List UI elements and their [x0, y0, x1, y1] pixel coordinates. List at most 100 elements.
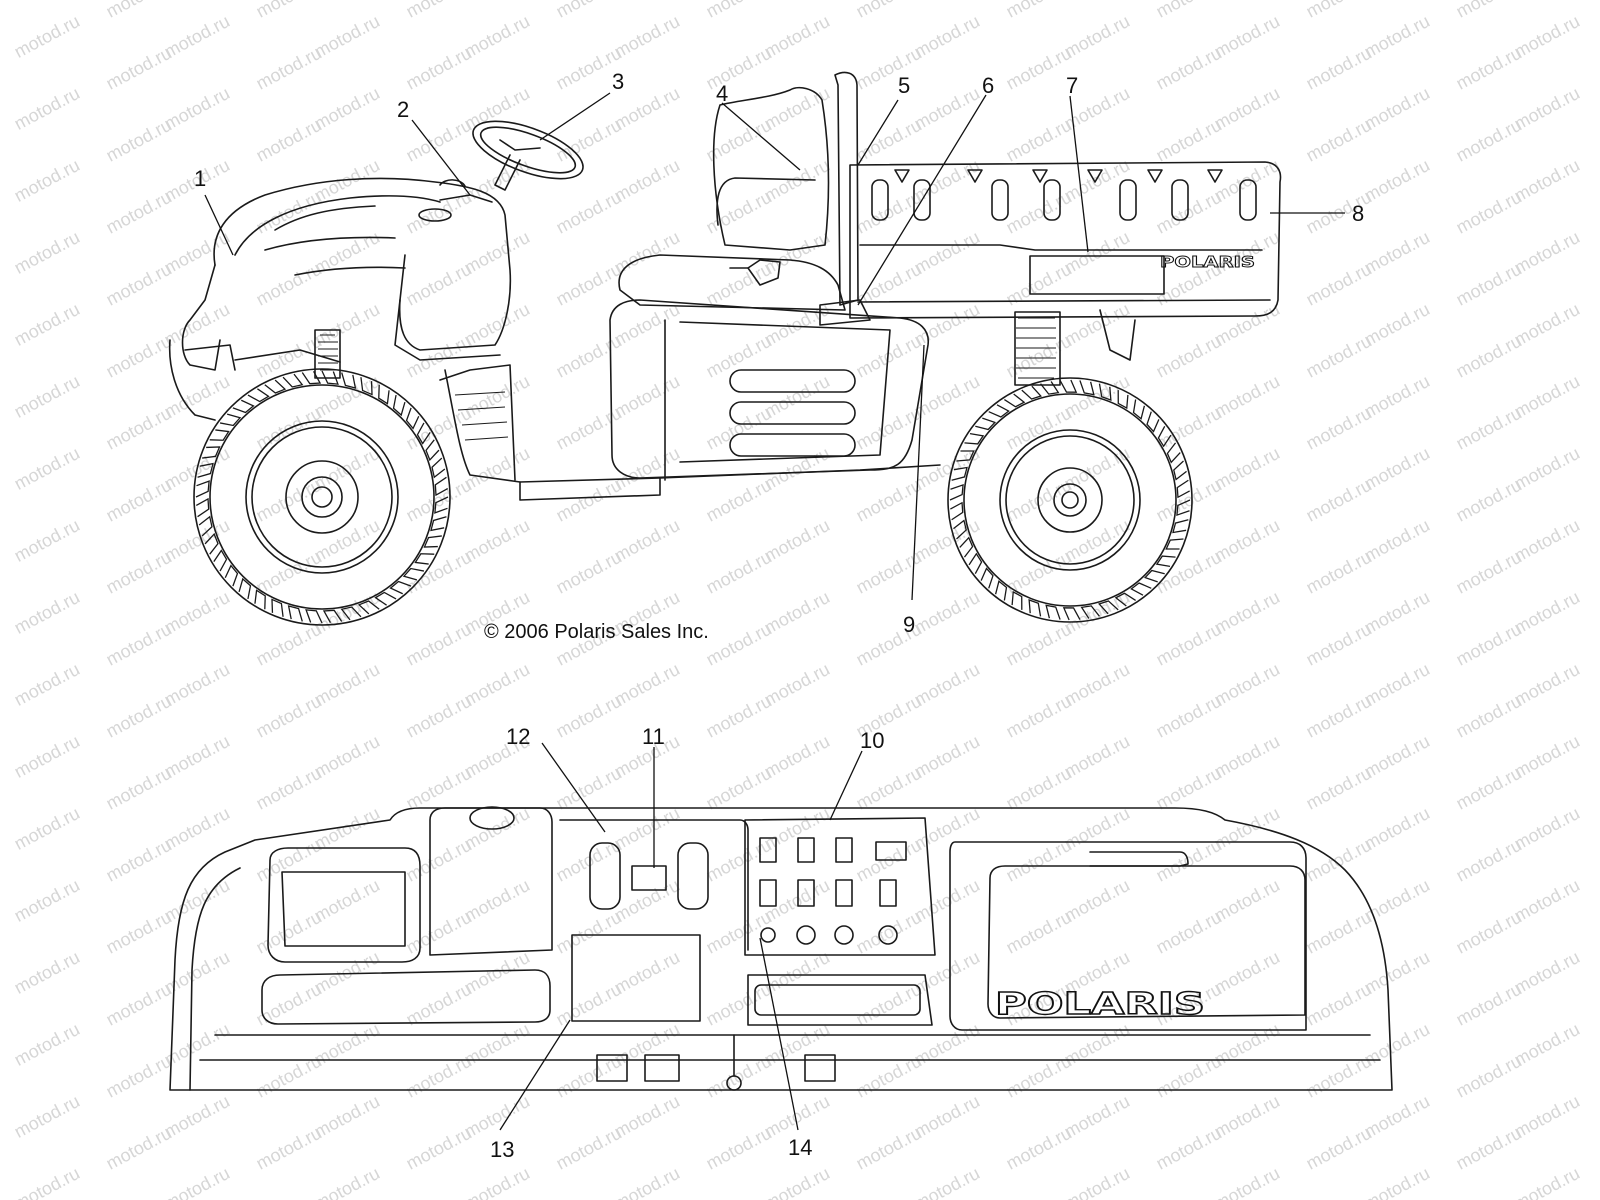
tread-lug	[1062, 607, 1081, 621]
watermark-text: motod.ru	[1511, 515, 1583, 566]
watermark-text: motod.ru	[11, 1091, 83, 1142]
watermark-text: motod.ru	[853, 0, 925, 22]
front-hood	[168, 177, 512, 421]
watermark-text: motod.ru	[761, 587, 833, 638]
watermark-text: motod.ru	[611, 443, 683, 494]
watermark-text: motod.ru	[1061, 659, 1133, 710]
callout-2: 2	[397, 97, 409, 122]
tread-lug	[219, 413, 242, 427]
brand-logo-dash: POLARIS	[995, 987, 1205, 1022]
watermark-text: motod.ru	[911, 1091, 983, 1142]
watermark-text: motod.ru	[611, 803, 683, 854]
watermark-text: motod.ru	[1511, 1163, 1583, 1200]
watermark-text: motod.ru	[161, 299, 233, 350]
tread-lug	[198, 515, 213, 537]
watermark-text: motod.ru	[11, 947, 83, 998]
watermark-text: motod.ru	[911, 659, 983, 710]
tread-lug	[1176, 479, 1190, 499]
watermark-text: motod.ru	[761, 731, 833, 782]
callout-3: 3	[612, 69, 624, 94]
tread-lug	[392, 394, 406, 417]
tread-lug	[950, 501, 964, 521]
tread-lug	[1155, 555, 1176, 568]
watermark-text: motod.ru	[911, 227, 983, 278]
rear-wheel	[947, 377, 1193, 623]
tie-down	[1032, 169, 1048, 183]
brand-logo-side: POLARIS	[1160, 253, 1255, 271]
tread-lug	[1132, 399, 1146, 420]
watermark-text: motod.ru	[1511, 587, 1583, 638]
watermark-text: motod.ru	[1361, 1019, 1433, 1070]
watermark-text: motod.ru	[11, 587, 83, 638]
watermark-text: motod.ru	[161, 83, 233, 134]
tread-lug	[425, 439, 440, 462]
tread-lug	[1079, 380, 1095, 396]
watermark-text: motod.ru	[1211, 371, 1283, 422]
watermark-text: motod.ru	[611, 1019, 683, 1070]
watermark-text: motod.ru	[461, 659, 533, 710]
tread-lug	[378, 384, 390, 405]
tread-lug	[1176, 499, 1191, 517]
watermark-text: motod.ru	[1511, 443, 1583, 494]
watermark-text: motod.ru	[311, 659, 383, 710]
watermark-text: motod.ru	[761, 803, 833, 854]
tie-down	[1147, 169, 1163, 183]
tread-lug	[195, 480, 210, 498]
steering-wheel	[472, 120, 584, 191]
watermark-text: motod.ru	[911, 803, 983, 854]
tread-lug	[416, 422, 431, 445]
watermark-text: motod.ru	[461, 227, 533, 278]
watermark-text: motod.ru	[1511, 659, 1583, 710]
watermark-text: motod.ru	[1511, 1091, 1583, 1142]
watermark-text: motod.ru	[611, 659, 683, 710]
stake-pocket	[871, 179, 889, 221]
tread-lug	[1040, 381, 1060, 395]
watermark-text: motod.ru	[461, 443, 533, 494]
watermark-text: motod.ru	[11, 515, 83, 566]
tread-lug	[1004, 393, 1026, 408]
tread-lug	[1117, 390, 1129, 410]
tread-lug	[402, 567, 425, 581]
callout-4: 4	[716, 81, 728, 106]
watermark-text: motod.ru	[461, 947, 533, 998]
watermark-text: motod.ru	[461, 1019, 533, 1070]
tread-lug	[949, 483, 964, 501]
tread-lug	[414, 553, 435, 565]
watermark-text: motod.ru	[461, 515, 533, 566]
tread-lug	[1146, 411, 1160, 433]
watermark-text: motod.ru	[911, 1019, 983, 1070]
tread-lug	[254, 589, 266, 610]
callout-11: 11	[642, 724, 665, 749]
callout-5: 5	[898, 73, 910, 98]
watermark-text: motod.ru	[161, 659, 233, 710]
watermark-text: motod.ru	[461, 1091, 533, 1142]
tread-lug	[301, 370, 322, 385]
watermark-text: motod.ru	[461, 371, 533, 422]
tread-lug	[202, 446, 221, 459]
watermark-text: motod.ru	[1511, 1019, 1583, 1070]
watermark-text: motod.ru	[11, 155, 83, 206]
watermark-text: motod.ru	[1211, 443, 1283, 494]
indicator-lamp	[796, 925, 816, 945]
tread-lug	[959, 536, 974, 558]
watermark-text: motod.ru	[11, 83, 83, 134]
callout-10: 10	[860, 728, 884, 753]
tread-lug	[197, 462, 214, 478]
tread-lug	[305, 609, 323, 624]
tread-lug	[994, 580, 1008, 601]
watermark-text: motod.ru	[1361, 443, 1433, 494]
watermark-text: motod.ru	[1061, 299, 1133, 350]
watermark-text: motod.ru	[1361, 11, 1433, 62]
watermark-text: motod.ru	[461, 83, 533, 134]
watermark-text: motod.ru	[911, 731, 983, 782]
tread-lug	[340, 606, 362, 621]
watermark-text: motod.ru	[1361, 587, 1433, 638]
watermark-text: motod.ru	[761, 371, 833, 422]
watermark-text: motod.ru	[1361, 1091, 1433, 1142]
tie-down	[1207, 169, 1223, 183]
watermark-text: motod.ru	[11, 11, 83, 62]
watermark-text: motod.ru	[1211, 803, 1283, 854]
watermark-text: motod.ru	[161, 1163, 233, 1200]
watermark-text: motod.ru	[11, 875, 83, 926]
